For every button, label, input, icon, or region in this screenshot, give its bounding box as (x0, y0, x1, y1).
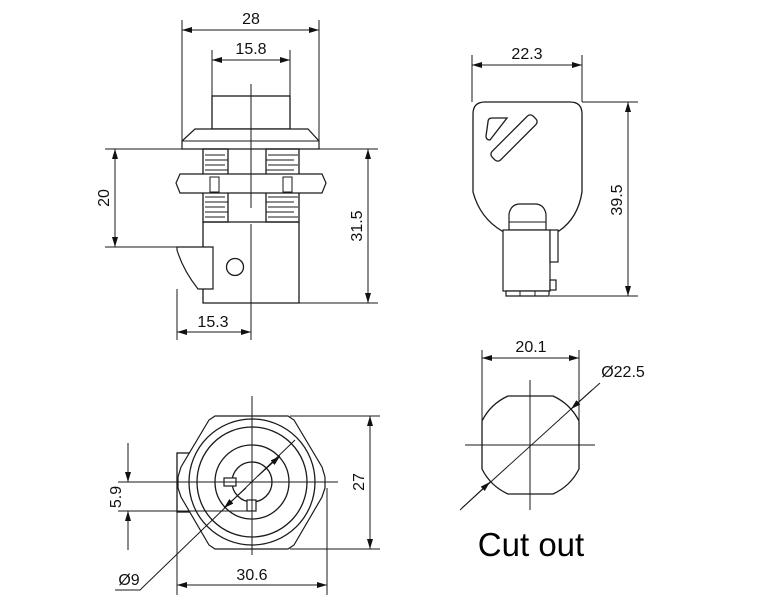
dim-key-offset: 5.9 (108, 486, 125, 508)
key-dim-width: 22.3 (511, 46, 542, 63)
cutout-dim-diameter: Ø22.5 (601, 364, 645, 381)
cutout-view: 20.1 Ø22.5 Cut out (459, 339, 645, 563)
key-view: 22.3 39.5 (471, 46, 638, 297)
cutout-shape (481, 395, 580, 495)
dim-width: 30.6 (236, 567, 267, 584)
cutout-dim-flat-width: 20.1 (515, 339, 546, 356)
dim-knob-width: 15.8 (235, 41, 266, 58)
lock-side-outline (105, 84, 378, 340)
dim-cam-offset: 15.3 (197, 314, 228, 331)
key-triangle-icon (485, 117, 509, 141)
front-view: 5.9 27 30.6 Ø9 (108, 396, 380, 595)
dim-keyway-diameter: Ø9 (118, 572, 139, 589)
side-view: 28 15.8 20 31.5 15.3 (96, 11, 378, 340)
key-dim-length: 39.5 (609, 184, 626, 215)
body-hole (225, 257, 245, 277)
key-head (472, 101, 583, 232)
dim-body-length: 31.5 (349, 210, 366, 241)
dim-height: 27 (351, 473, 368, 491)
cutout-label: Cut out (478, 526, 584, 563)
key-slot (490, 114, 538, 162)
dim-panel-to-cam: 20 (96, 189, 113, 207)
dim-overall-width: 28 (242, 11, 260, 28)
